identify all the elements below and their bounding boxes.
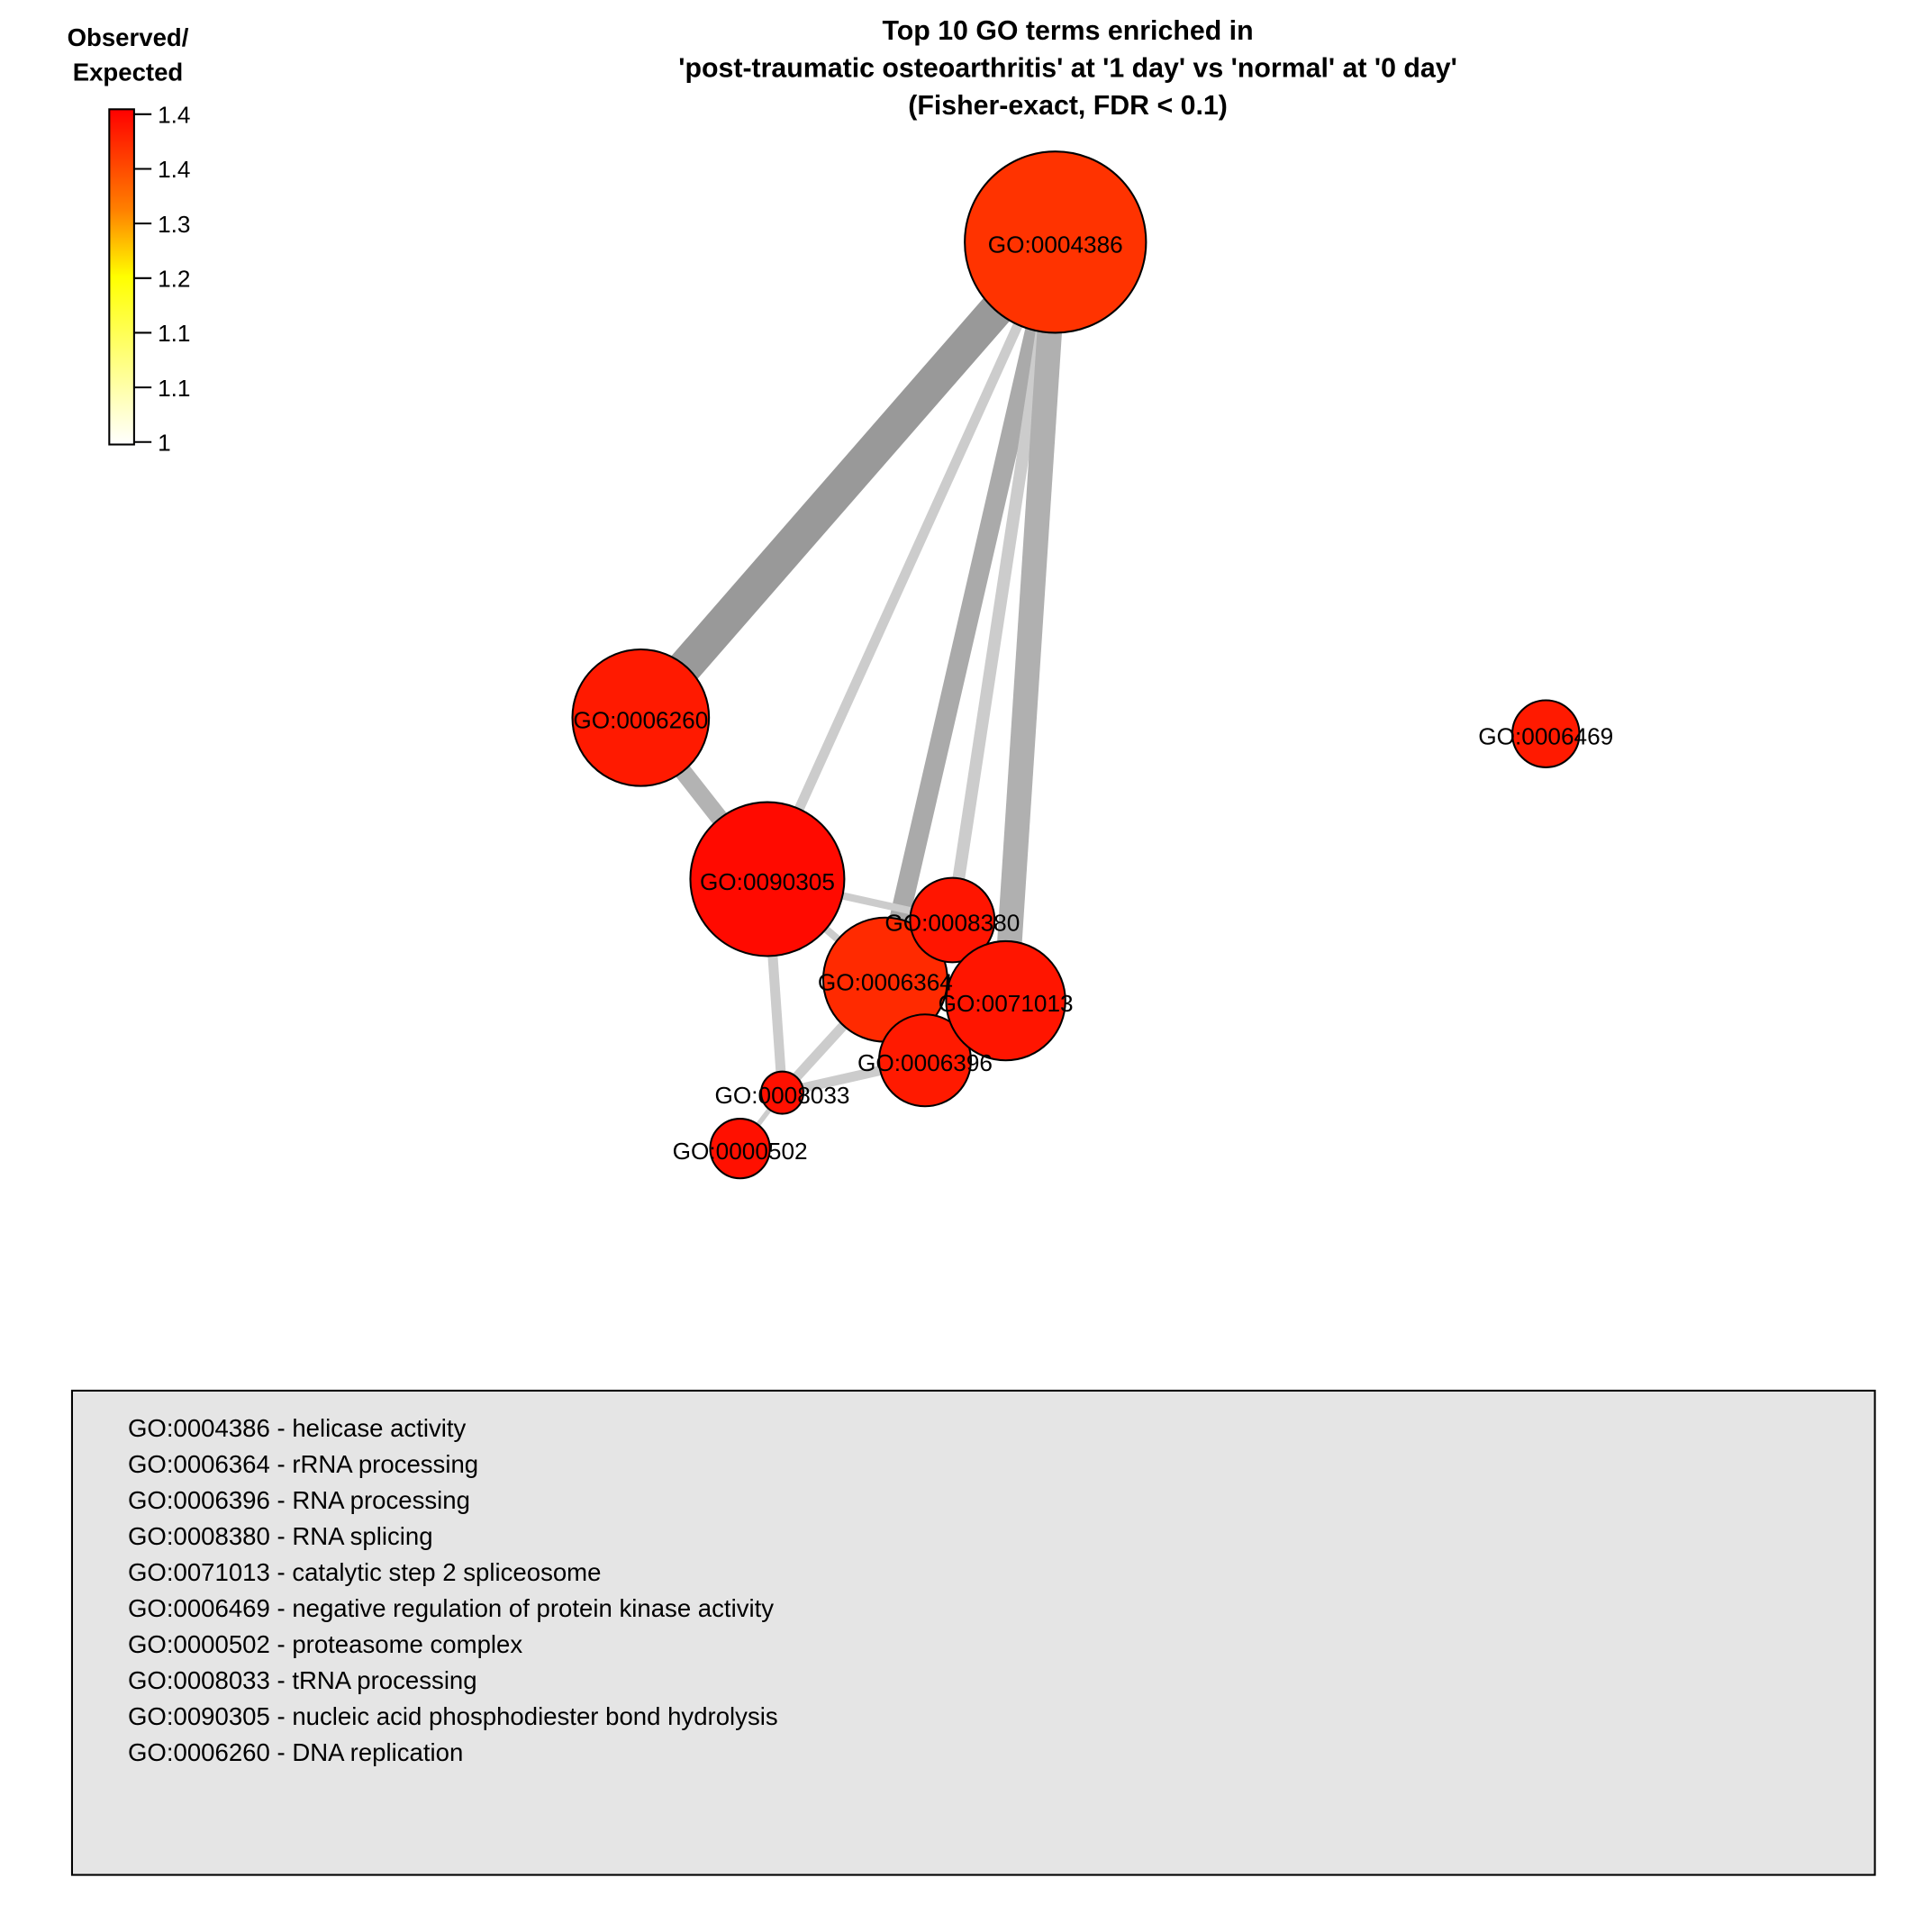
legend-entries: GO:0004386 - helicase activityGO:0006364… bbox=[128, 1414, 778, 1766]
colorbar-tick-label: 1 bbox=[158, 429, 171, 456]
edge-GO0004386-GO0071013 bbox=[993, 240, 1068, 1002]
legend-entry: GO:0000502 - proteasome complex bbox=[128, 1630, 522, 1658]
node-label: GO:0006364 bbox=[818, 968, 953, 995]
edge-GO0004386-GO0006364 bbox=[875, 240, 1066, 983]
network-nodes: GO:0004386GO:0006260GO:0090305GO:0006364… bbox=[571, 150, 1613, 1180]
node-go0008380[interactable] bbox=[909, 876, 996, 964]
legend-entry: GO:0006396 - RNA processing bbox=[128, 1486, 470, 1514]
node-label: GO:0006469 bbox=[1478, 722, 1613, 749]
node-label: GO:0004386 bbox=[988, 231, 1123, 259]
colorbar-tick-label: 1.4 bbox=[158, 101, 190, 128]
legend-entry: GO:0006469 - negative regulation of prot… bbox=[128, 1594, 774, 1622]
colorbar-gradient bbox=[108, 108, 135, 446]
colorbar-tick-label: 1.4 bbox=[158, 156, 190, 183]
colorbar-tick-label: 1.1 bbox=[158, 375, 190, 402]
node-label: GO:0006260 bbox=[573, 707, 708, 734]
title-line-2: 'post-traumatic osteoarthritis' at '1 da… bbox=[678, 53, 1457, 83]
colorbar-tick-label: 1.1 bbox=[158, 320, 190, 347]
node-label: GO:0006396 bbox=[857, 1049, 993, 1076]
legend-background bbox=[70, 1389, 1876, 1876]
legend-entry: GO:0006260 - DNA replication bbox=[128, 1738, 463, 1766]
node-label: GO:0090305 bbox=[700, 868, 835, 895]
chart-title: Top 10 GO terms enriched in 'post-trauma… bbox=[678, 16, 1457, 121]
node-go0000502[interactable] bbox=[709, 1118, 771, 1180]
node-label: GO:0071013 bbox=[939, 990, 1074, 1017]
legend-entry: GO:0071013 - catalytic step 2 spliceosom… bbox=[128, 1558, 602, 1586]
legend-entry: GO:0090305 - nucleic acid phosphodiester… bbox=[128, 1702, 778, 1730]
colorbar-title-line-1: Observed/ bbox=[68, 23, 189, 51]
node-go0006469[interactable] bbox=[1511, 699, 1581, 768]
colorbar-title-line-2: Expected bbox=[73, 59, 184, 86]
node-go0004386[interactable] bbox=[964, 150, 1147, 334]
node-label: GO:0000502 bbox=[673, 1138, 808, 1165]
node-label: GO:0008033 bbox=[714, 1082, 849, 1109]
edge-GO0004386-GO0090305 bbox=[762, 240, 1060, 882]
node-label: GO:0008380 bbox=[884, 909, 1020, 936]
node-go0006260[interactable] bbox=[571, 648, 711, 787]
legend-entry: GO:0006364 - rRNA processing bbox=[128, 1450, 478, 1478]
legend-entry: GO:0004386 - helicase activity bbox=[128, 1414, 467, 1442]
edge-GO0004386-GO0006260 bbox=[627, 231, 1069, 730]
title-line-3: (Fisher-exact, FDR < 0.1) bbox=[908, 91, 1228, 121]
node-go0006396[interactable] bbox=[877, 1013, 973, 1108]
node-go0090305[interactable] bbox=[689, 801, 846, 957]
colorbar: Observed/ Expected 1.4 1.4 1.3 1.2 1.1 1.1 1 bbox=[68, 23, 191, 456]
legend-box: GO:0004386 - helicase activityGO:0006364… bbox=[70, 1389, 1876, 1876]
colorbar-tick-label: 1.2 bbox=[158, 265, 190, 292]
legend-entry: GO:0008033 - tRNA processing bbox=[128, 1666, 477, 1694]
colorbar-tick-label: 1.3 bbox=[158, 211, 190, 238]
node-go0071013[interactable] bbox=[945, 939, 1066, 1062]
colorbar-ticks: 1.4 1.4 1.3 1.2 1.1 1.1 1 bbox=[133, 101, 190, 456]
title-line-1: Top 10 GO terms enriched in bbox=[882, 16, 1253, 46]
node-go0008033[interactable] bbox=[760, 1070, 804, 1115]
legend-entry: GO:0008380 - RNA splicing bbox=[128, 1522, 433, 1550]
